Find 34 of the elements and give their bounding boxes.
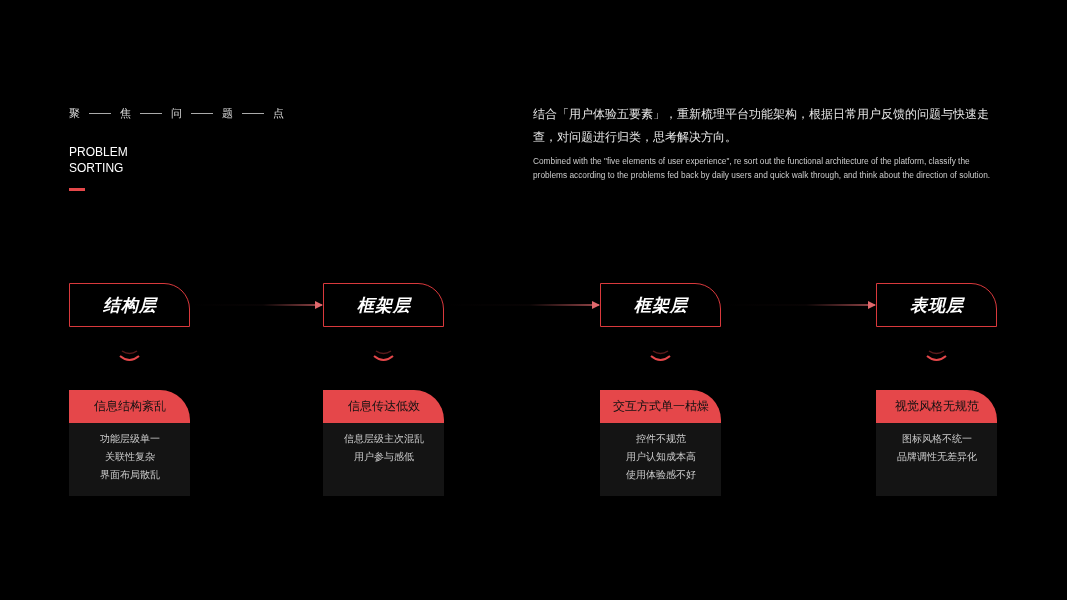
layer-title: 表现层	[909, 294, 964, 317]
section-heading: PROBLEM SORTING	[69, 144, 129, 176]
description-text: Combined with the "five elements of user experience", re sort out the functional architecture of the platform, classify the problems according to the problems fed back by daily users and quick walk through, and think about the direction of solution.	[533, 155, 992, 182]
heading-character: 焦	[120, 106, 131, 121]
problem-item: 界面布局散乱	[99, 469, 160, 481]
layer-box	[323, 283, 444, 327]
layer-box	[600, 283, 721, 327]
description-text: 结合「用户体验五要素」，重新梳理平台功能架构，根据日常用户反馈的问题与快速走查，对问题进行归类，思考解决方向。	[533, 106, 990, 146]
layer-title: 框架层	[633, 294, 688, 317]
problem-card	[876, 390, 997, 496]
heading-character: 问	[171, 106, 182, 121]
card-title: 信息结构紊乱	[93, 398, 166, 415]
problem-card	[323, 390, 444, 496]
problem-item: 功能层级单一	[99, 433, 160, 445]
heading-character: 题	[222, 106, 233, 121]
layer-title: 结构层	[102, 294, 157, 317]
problem-item: 控件不规范	[635, 433, 686, 445]
layer-box	[69, 283, 190, 327]
card-title: 信息传达低效	[347, 398, 420, 415]
heading-character: 聚	[69, 106, 80, 121]
problem-item: 图标风格不统一	[901, 433, 972, 445]
problem-item: 信息层级主次混乱	[343, 433, 424, 445]
problem-item: 品牌调性无差异化	[896, 451, 977, 463]
card-title: 交互方式单一枯燥	[612, 398, 709, 415]
card-title: 视觉风格无规范	[894, 398, 979, 415]
problem-item: 用户参与感低	[353, 451, 414, 463]
layer-box	[876, 283, 997, 327]
layer-title: 框架层	[356, 294, 411, 317]
heading-character: 点	[273, 106, 284, 121]
problem-item: 使用体验感不好	[625, 469, 696, 481]
problem-card	[69, 390, 190, 496]
problem-card	[600, 390, 721, 496]
problem-item: 用户认知成本高	[625, 451, 696, 463]
problem-item: 关联性复杂	[104, 451, 155, 463]
